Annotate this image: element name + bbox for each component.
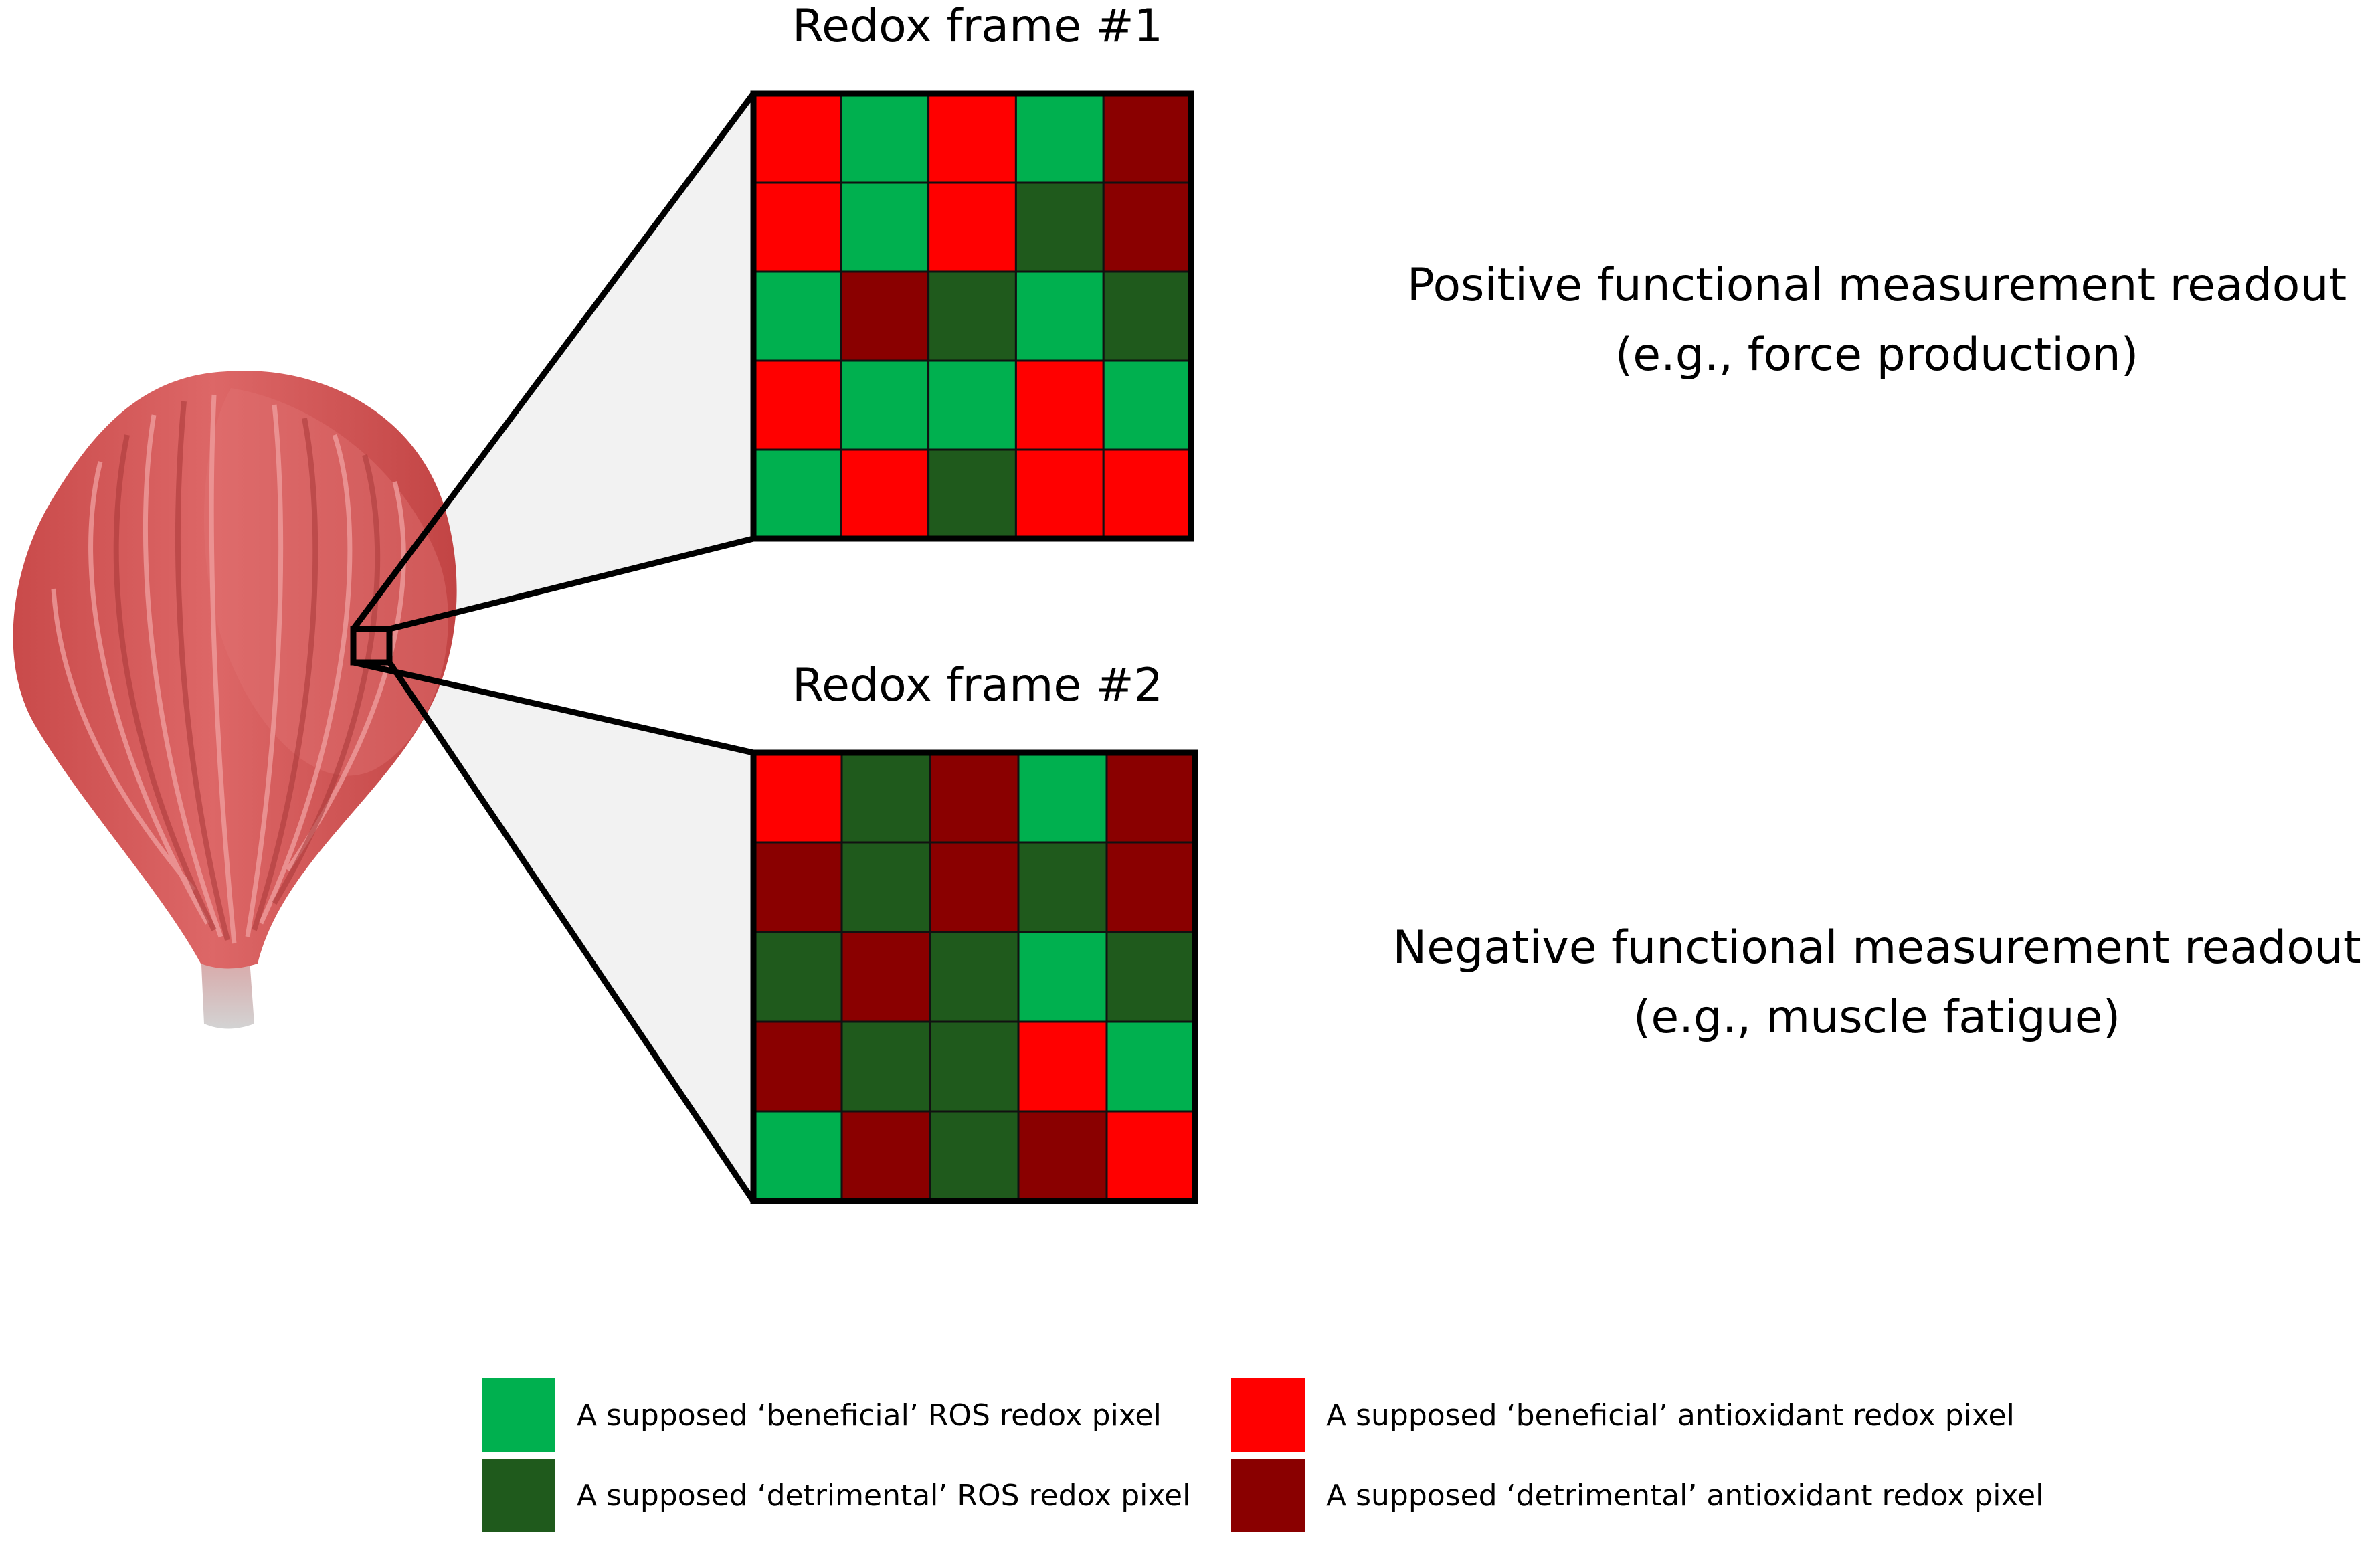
redox-pixel-detrimental-ros: [840, 751, 931, 844]
positive-readout: Positive functional measurement readout …: [1378, 251, 2375, 390]
legend-label-detrimental-ros: A supposed ‘detrimental’ ROS redox pixel: [577, 1478, 1191, 1513]
zoom-lines: [351, 92, 756, 1203]
redox-pixel-detrimental-ros: [1017, 841, 1108, 933]
legend-swatch-beneficial-ros: [482, 1378, 555, 1452]
redox-pixel-detrimental-ros: [929, 931, 1020, 1023]
redox-pixel-detrimental-antioxidant: [752, 841, 843, 933]
redox-pixel-detrimental-antioxidant: [840, 1110, 931, 1202]
redox-pixel-beneficial-ros: [1102, 359, 1192, 451]
redox-frame-1-title: Redox frame #1: [792, 0, 1164, 53]
frame-border: [750, 90, 1194, 542]
redox-pixel-detrimental-ros: [927, 270, 1017, 362]
redox-frame-2-grid: [750, 749, 1198, 1204]
redox-pixel-detrimental-ros: [1102, 270, 1192, 362]
redox-pixel-beneficial-antioxidant: [840, 448, 930, 540]
redox-pixel-detrimental-ros: [840, 841, 931, 933]
redox-pixel-beneficial-antioxidant: [1014, 448, 1105, 540]
redox-pixel-detrimental-ros: [752, 931, 843, 1023]
legend-beneficial-antioxidant: A supposed ‘beneficial’ antioxidant redo…: [1231, 1378, 2015, 1452]
redox-pixel-beneficial-ros: [1017, 931, 1108, 1023]
redox-pixel-detrimental-antioxidant: [1105, 841, 1196, 933]
redox-pixel-beneficial-ros: [752, 1110, 843, 1202]
legend-label-beneficial-antioxidant: A supposed ‘beneficial’ antioxidant redo…: [1326, 1398, 2015, 1433]
redox-pixel-beneficial-ros: [1017, 751, 1108, 844]
redox-pixel-detrimental-ros: [1014, 181, 1105, 273]
redox-pixel-detrimental-antioxidant: [1102, 181, 1192, 273]
redox-pixel-detrimental-antioxidant: [1017, 1110, 1108, 1202]
muscle-illustration: [13, 371, 457, 1029]
negative-readout: Negative functional measurement readout …: [1378, 913, 2375, 1052]
redox-pixel-beneficial-ros: [752, 448, 842, 540]
legend-beneficial-ros: A supposed ‘beneficial’ ROS redox pixel: [482, 1378, 1162, 1452]
positive-readout-title: Positive functional measurement readout: [1406, 259, 2347, 312]
redox-frame-1-grid: [750, 90, 1194, 542]
redox-pixel-beneficial-ros: [840, 181, 930, 273]
redox-pixel-detrimental-antioxidant: [929, 751, 1020, 844]
redox-pixel-beneficial-antioxidant: [752, 751, 843, 844]
legend-detrimental-ros: A supposed ‘detrimental’ ROS redox pixel: [482, 1459, 1190, 1532]
redox-pixel-detrimental-antioxidant: [1102, 92, 1192, 184]
redox-pixel-beneficial-antioxidant: [1105, 1110, 1196, 1202]
redox-pixel-beneficial-antioxidant: [752, 92, 842, 184]
redox-pixel-detrimental-ros: [1105, 931, 1196, 1023]
frame-border: [750, 749, 1198, 1204]
redox-pixel-detrimental-antioxidant: [840, 270, 930, 362]
redox-pixel-beneficial-antioxidant: [752, 359, 842, 451]
redox-pixel-beneficial-ros: [752, 270, 842, 362]
legend-swatch-detrimental-ros: [482, 1459, 555, 1532]
legend-label-detrimental-antioxidant: A supposed ‘detrimental’ antioxidant red…: [1326, 1478, 2044, 1513]
redox-frame-2-title: Redox frame #2: [792, 659, 1164, 712]
redox-pixel-detrimental-antioxidant: [840, 931, 931, 1023]
redox-pixel-detrimental-antioxidant: [752, 1020, 843, 1113]
redox-pixel-beneficial-ros: [1105, 1020, 1196, 1113]
redox-pixel-beneficial-antioxidant: [927, 92, 1017, 184]
redox-pixel-beneficial-antioxidant: [1017, 1020, 1108, 1113]
legend-label-beneficial-ros: A supposed ‘beneficial’ ROS redox pixel: [577, 1398, 1162, 1433]
redox-pixel-beneficial-antioxidant: [752, 181, 842, 273]
redox-pixel-beneficial-ros: [1014, 92, 1105, 184]
redox-pixel-beneficial-antioxidant: [1014, 359, 1105, 451]
redox-pixel-beneficial-ros: [840, 92, 930, 184]
redox-pixel-beneficial-antioxidant: [927, 181, 1017, 273]
positive-readout-example: (e.g., force production): [1615, 329, 2139, 381]
legend-swatch-beneficial-antioxidant: [1231, 1378, 1305, 1452]
redox-pixel-detrimental-antioxidant: [929, 841, 1020, 933]
zoom-cone-frame2: [353, 662, 753, 1201]
redox-pixel-beneficial-ros: [1014, 270, 1105, 362]
redox-pixel-beneficial-antioxidant: [1102, 448, 1192, 540]
redox-pixel-detrimental-ros: [929, 1020, 1020, 1113]
redox-pixel-detrimental-antioxidant: [1105, 751, 1196, 844]
redox-pixel-detrimental-ros: [927, 448, 1017, 540]
redox-pixel-beneficial-ros: [927, 359, 1017, 451]
legend-swatch-detrimental-antioxidant: [1231, 1459, 1305, 1532]
zoom-region-marker: [350, 626, 393, 666]
negative-readout-example: (e.g., muscle fatigue): [1633, 991, 2121, 1044]
redox-pixel-detrimental-ros: [929, 1110, 1020, 1202]
redox-pixel-beneficial-ros: [840, 359, 930, 451]
legend-detrimental-antioxidant: A supposed ‘detrimental’ antioxidant red…: [1231, 1459, 2043, 1532]
redox-pixel-detrimental-ros: [840, 1020, 931, 1113]
negative-readout-title: Negative functional measurement readout: [1392, 921, 2361, 974]
